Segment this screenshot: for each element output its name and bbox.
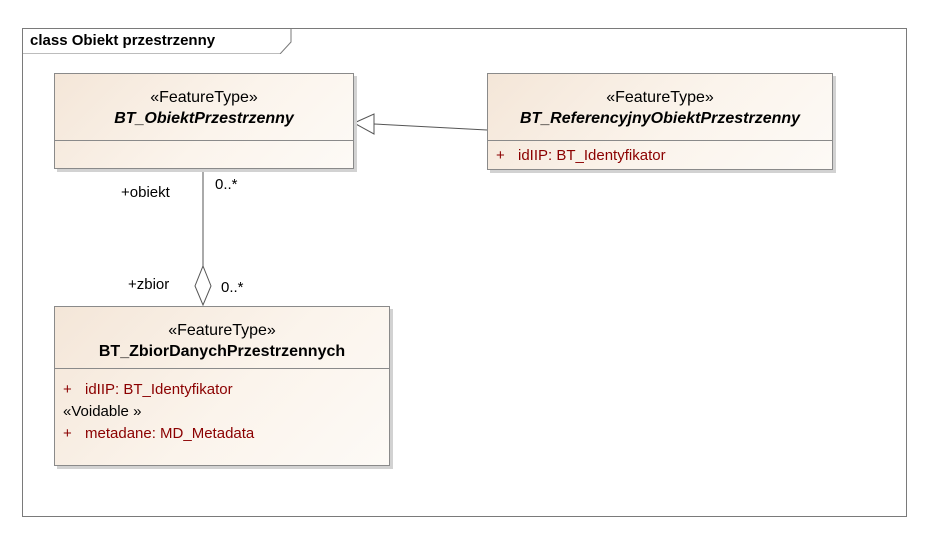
class-attributes: + idIIP: BT_Identyfikator bbox=[488, 141, 832, 167]
class-stereotype: «FeatureType» bbox=[606, 89, 714, 106]
role-zbior-label: +zbior bbox=[128, 276, 170, 293]
diagram-frame bbox=[22, 28, 907, 517]
attribute-text: idIIP: BT_Identyfikator bbox=[85, 381, 233, 398]
class-header: «FeatureType» BT_ZbiorDanychPrzestrzenny… bbox=[55, 307, 389, 369]
generalization-line bbox=[373, 123, 488, 131]
multiplicity-bottom-label: 0..* bbox=[221, 279, 244, 296]
attribute-row: + idIIP: BT_Identyfikator bbox=[488, 145, 832, 167]
attribute-visibility: + bbox=[63, 381, 72, 398]
class-bt-obiekt-przestrzenny[interactable]: «FeatureType» BT_ObiektPrzestrzenny bbox=[54, 73, 354, 169]
class-name: BT_ZbiorDanychPrzestrzennych bbox=[98, 343, 346, 360]
attribute-visibility: + bbox=[63, 425, 72, 442]
aggregation-diamond bbox=[194, 264, 212, 307]
class-stereotype: «FeatureType» bbox=[150, 89, 258, 106]
class-attributes: + idIIP: BT_Identyfikator «Voidable » + me… bbox=[55, 369, 389, 445]
class-stereotype: «FeatureType» bbox=[168, 322, 276, 339]
role-obiekt-label: +obiekt bbox=[121, 184, 170, 201]
attribute-visibility: + bbox=[496, 147, 505, 164]
class-bt-referencyjny-obiekt-przestrzenny[interactable]: «FeatureType» BT_ReferencyjnyObiektPrzes… bbox=[487, 73, 833, 170]
class-name: BT_ReferencyjnyObiektPrzestrzenny bbox=[519, 110, 801, 127]
multiplicity-top-label: 0..* bbox=[215, 176, 238, 193]
class-bt-zbior-danych-przestrzennych[interactable]: «FeatureType» BT_ZbiorDanychPrzestrzenny… bbox=[54, 306, 390, 466]
class-header: «FeatureType» BT_ReferencyjnyObiektPrzes… bbox=[488, 74, 832, 141]
class-header: «FeatureType» BT_ObiektPrzestrzenny bbox=[55, 74, 353, 141]
frame-title: class Obiekt przestrzenny bbox=[30, 32, 216, 49]
attribute-text: idIIP: BT_Identyfikator bbox=[518, 147, 666, 164]
generalization-arrowhead bbox=[352, 113, 375, 135]
voidable-stereotype: «Voidable » bbox=[63, 403, 142, 420]
attribute-text: metadane: MD_Metadata bbox=[85, 425, 255, 442]
attribute-row: + metadane: MD_Metadata bbox=[55, 423, 389, 445]
frame-tab: class Obiekt przestrzenny bbox=[22, 28, 292, 54]
class-name: BT_ObiektPrzestrzenny bbox=[114, 110, 294, 127]
attribute-row: + idIIP: BT_Identyfikator bbox=[55, 379, 389, 401]
frame-tab-shape bbox=[22, 28, 292, 54]
